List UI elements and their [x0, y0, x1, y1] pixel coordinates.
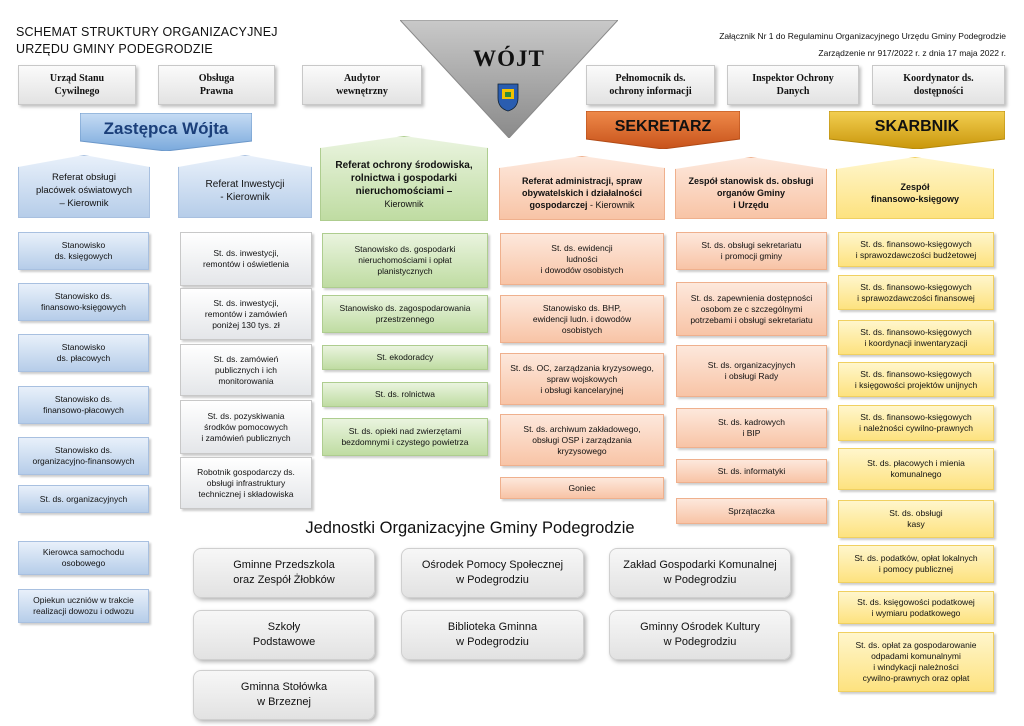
- unit-box: Zakład Gospodarki Komunalnej w Podegrodz…: [609, 548, 791, 598]
- organs-item: St. ds. informatyki: [676, 459, 827, 483]
- finance-item: St. ds. obsługi kasy: [838, 500, 994, 538]
- annex-note: Załącznik Nr 1 do Regulaminu Organizacyj…: [719, 31, 1006, 58]
- education-item: St. ds. organizacyjnych: [18, 485, 149, 513]
- team-organs-head-label: Zespół stanowisk ds. obsługi organów Gmi…: [688, 176, 814, 210]
- unit-box: Ośrodek Pomocy Społecznej w Podegrodziu: [401, 548, 584, 598]
- branch-zastepca-label: Zastępca Wójta: [103, 119, 229, 138]
- top-box-information-protection: Pełnomocnik ds. ochrony informacji: [586, 65, 715, 105]
- branch-sekretarz: SEKRETARZ: [586, 111, 740, 149]
- unit-box: Gminna Stołówka w Brzeznej: [193, 670, 375, 720]
- investment-item: St. ds. pozyskiwania środków pomocowych …: [180, 400, 312, 454]
- dept-investment-head-label: Referat Inwestycji - Kierownik: [205, 178, 285, 203]
- education-item: Stanowisko ds. organizacyjno-finansowych: [18, 437, 149, 475]
- administration-item: Stanowisko ds. BHP, ewidencji ludn. i do…: [500, 295, 664, 343]
- branch-skarbnik-shape: [829, 111, 1005, 149]
- top-box-usc: Urząd Stanu Cywilnego: [18, 65, 136, 105]
- environment-item: Stanowisko ds. gospodarki nieruchomościa…: [322, 233, 488, 288]
- team-finance-head: Zespół finansowo-księgowy: [836, 157, 994, 219]
- investment-item: Robotnik gospodarczy ds. obsługi infrast…: [180, 457, 312, 509]
- unit-box: Biblioteka Gminna w Podegrodziu: [401, 610, 584, 660]
- investment-item: St. ds. inwestycji, remontów i zamówień …: [180, 288, 312, 340]
- administration-item: St. ds. ewidencji ludności i dowodów oso…: [500, 233, 664, 285]
- finance-item: St. ds. finansowo-księgowych i sprawozda…: [838, 232, 994, 267]
- education-item: Stanowisko ds. finansowo-księgowych: [18, 283, 149, 321]
- branch-zastepca-shape: [80, 113, 252, 151]
- finance-item: St. ds. finansowo-księgowych i księgowoś…: [838, 362, 994, 397]
- top-box-auditor: Audytor wewnętrzny: [302, 65, 422, 105]
- education-item: Opiekun uczniów w trakcie realizacji dow…: [18, 589, 149, 623]
- organs-item: St. ds. organizacyjnych i obsługi Rady: [676, 345, 827, 397]
- dept-education-head-label: Referat obsługi placówek oświatowych – K…: [35, 172, 133, 209]
- unit-box: Gminne Przedszkola oraz Zespół Żłobków: [193, 548, 375, 598]
- finance-item: St. ds. finansowo-księgowych i należnośc…: [838, 405, 994, 441]
- dept-investment-head: Referat Inwestycji - Kierownik: [178, 155, 312, 218]
- organs-item: St. ds. obsługi sekretariatu i promocji …: [676, 232, 827, 270]
- investment-item: St. ds. zamówień publicznych i ich monit…: [180, 344, 312, 396]
- administration-item: St. ds. archiwum zakładowego, obsługi OS…: [500, 414, 664, 466]
- crest-icon: [497, 83, 519, 112]
- units-title: Jednostki Organizacyjne Gminy Podegrodzi…: [305, 519, 635, 537]
- environment-item: St. ds. opieki nad zwierzętami bezdomnym…: [322, 418, 488, 456]
- education-item: Kierowca samochodu osobowego: [18, 541, 149, 575]
- organs-item: St. ds. kadrowych i BIP: [676, 408, 827, 448]
- investment-item: St. ds. inwestycji, remontów i oświetlen…: [180, 232, 312, 286]
- organs-item: St. ds. zapewnienia dostępności osobom z…: [676, 282, 827, 336]
- wojt-label: WÓJT: [473, 46, 545, 71]
- administration-item: St. ds. OC, zarządzania kryzysowego, spr…: [500, 353, 664, 405]
- organs-item: Sprzątaczka: [676, 498, 827, 524]
- administration-item: Goniec: [500, 477, 664, 499]
- branch-zastepca: Zastępca Wójta: [80, 113, 252, 151]
- branch-sekretarz-shape: [586, 111, 740, 149]
- unit-box: Szkoły Podstawowe: [193, 610, 375, 660]
- branch-skarbnik-label: SKARBNIK: [874, 118, 960, 135]
- environment-item: St. ds. rolnictwa: [322, 382, 488, 407]
- team-organs-head: Zespół stanowisk ds. obsługi organów Gmi…: [675, 157, 827, 219]
- chart-title: SCHEMAT STRUKTURY ORGANIZACYJNEJ URZĘDU …: [16, 25, 278, 56]
- branch-sekretarz-label: SEKRETARZ: [614, 118, 712, 135]
- branch-skarbnik: SKARBNIK: [829, 111, 1005, 149]
- top-box-accessibility: Koordynator ds. dostępności: [872, 65, 1005, 105]
- environment-item: Stanowisko ds. zagospodarowania przestrz…: [322, 295, 488, 333]
- team-finance-head-label: Zespół finansowo-księgowy: [870, 182, 959, 204]
- dept-education-head: Referat obsługi placówek oświatowych – K…: [18, 155, 150, 218]
- top-box-data-protection: Inspektor Ochrony Danych: [727, 65, 859, 105]
- unit-box: Gminny Ośrodek Kultury w Podegrodziu: [609, 610, 791, 660]
- dept-environment-head-label: Referat ochrony środowiska, rolnictwa i …: [335, 159, 473, 197]
- finance-item: St. ds. księgowości podatkowej i wymiaru…: [838, 591, 994, 624]
- dept-administration-head-label: Referat administracji, spraw obywatelski…: [521, 176, 643, 210]
- education-item: Stanowisko ds. księgowych: [18, 232, 149, 270]
- dept-environment-head: Referat ochrony środowiska, rolnictwa i …: [320, 136, 488, 221]
- education-item: Stanowisko ds. płacowych: [18, 334, 149, 372]
- dept-administration-head-sub: - Kierownik: [587, 200, 635, 210]
- finance-item: St. ds. opłat za gospodarowanie odpadami…: [838, 632, 994, 692]
- dept-administration-head: Referat administracji, spraw obywatelski…: [499, 156, 665, 220]
- finance-item: St. ds. finansowo-księgowych i koordynac…: [838, 320, 994, 355]
- finance-item: St. ds. podatków, opłat lokalnych i pomo…: [838, 545, 994, 583]
- dept-environment-head-sub: Kierownik: [384, 198, 424, 209]
- finance-item: St. ds. płacowych i mienia komunalnego: [838, 448, 994, 490]
- finance-item: St. ds. finansowo-księgowych i sprawozda…: [838, 275, 994, 310]
- education-item: Stanowisko ds. finansowo-płacowych: [18, 386, 149, 424]
- wojt-triangle: [400, 20, 618, 138]
- environment-item: St. ekodoradcy: [322, 345, 488, 370]
- top-box-legal: Obsługa Prawna: [158, 65, 275, 105]
